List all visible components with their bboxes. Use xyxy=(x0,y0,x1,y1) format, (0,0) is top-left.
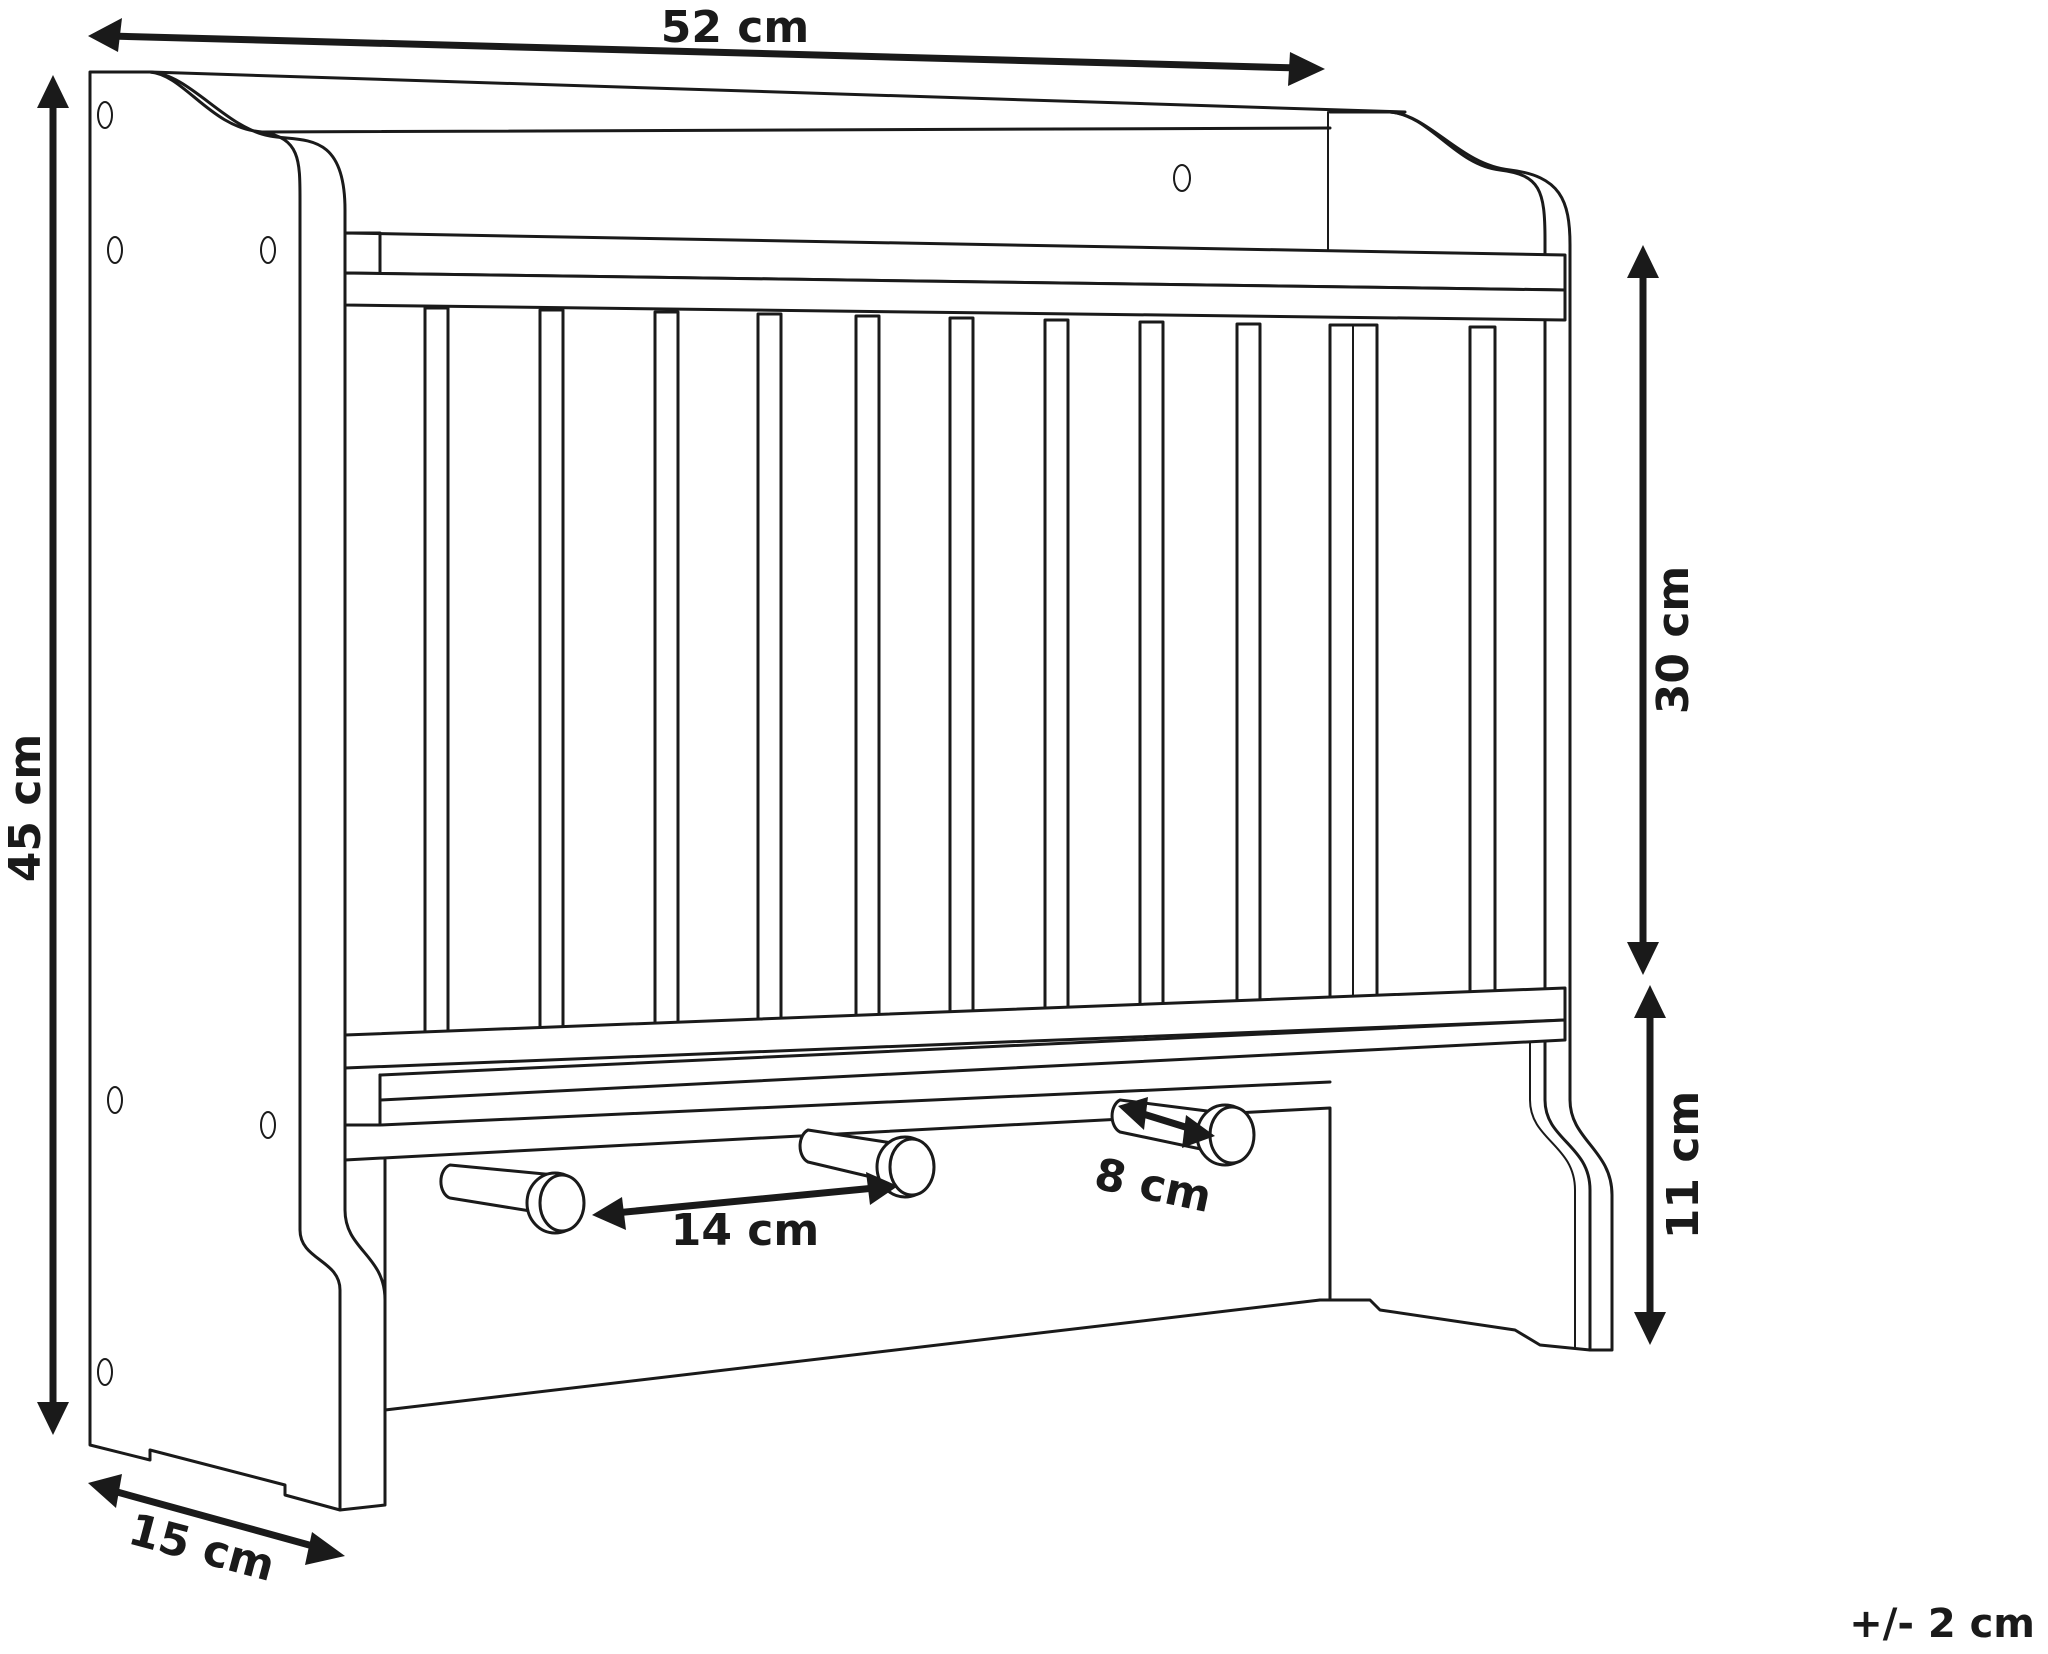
slat xyxy=(854,314,881,1038)
hook-spacing-label: 14 cm xyxy=(671,1205,819,1256)
mount-hole xyxy=(260,1111,276,1139)
slat xyxy=(1468,325,1497,997)
hook-height-dimension: 11 cm xyxy=(1634,985,1709,1345)
hook-left xyxy=(439,1163,586,1235)
rack-height-dimension: 30 cm xyxy=(1627,245,1699,975)
vertical-slats xyxy=(423,306,1497,1066)
slat xyxy=(423,306,450,1066)
mount-hole xyxy=(97,1358,113,1386)
rack-height-label: 30 cm xyxy=(1648,566,1699,714)
mount-hole xyxy=(1173,164,1191,192)
slat xyxy=(756,312,783,1044)
hook-length-label: 8 cm xyxy=(1090,1149,1216,1223)
height-dimension: 45 cm xyxy=(0,75,69,1435)
hook-length-dimension: 8 cm xyxy=(1090,1097,1216,1223)
slat xyxy=(948,316,975,1032)
width-label: 52 cm xyxy=(661,2,809,53)
mount-hole xyxy=(97,101,113,129)
slat xyxy=(538,308,565,1058)
depth-dimension: 15 cm xyxy=(88,1474,345,1592)
left-side-panel xyxy=(88,70,387,1512)
tolerance-note: +/- 2 cm xyxy=(1849,1601,2035,1647)
right-side-panel xyxy=(1318,110,1614,1352)
width-dimension: 52 cm xyxy=(88,2,1325,86)
hook-spacing-dimension: 14 cm xyxy=(592,1172,898,1256)
height-label: 45 cm xyxy=(0,734,51,882)
mount-hole xyxy=(107,236,123,264)
hook-middle xyxy=(798,1128,936,1199)
back-panel xyxy=(148,70,1407,251)
mount-hole xyxy=(107,1086,123,1114)
hook-height-label: 11 cm xyxy=(1658,1091,1709,1239)
top-rail xyxy=(343,231,1567,322)
bottom-shelf xyxy=(343,986,1567,1412)
slat xyxy=(653,310,680,1050)
mount-hole xyxy=(260,236,276,264)
slat xyxy=(1043,318,1070,1026)
slat xyxy=(1138,320,1165,1020)
slat xyxy=(1235,322,1262,1012)
